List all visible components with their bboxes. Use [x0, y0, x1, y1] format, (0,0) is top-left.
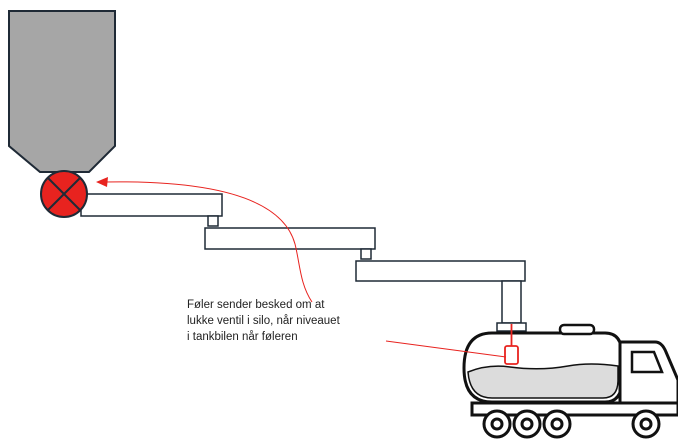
sensor-annotation: Føler sender besked om at lukke ventil i… [187, 297, 387, 345]
wheel-hub [550, 417, 564, 431]
annotation-line-1: Føler sender besked om at [187, 299, 325, 311]
wheel-hub [490, 417, 504, 431]
annotation-line-2: lukke ventil i silo, når niveauet [187, 315, 340, 327]
pipe-segment-1 [80, 193, 223, 217]
pipe-segment-3 [355, 260, 526, 282]
silo [8, 10, 116, 173]
silo-valve-closed-icon [40, 170, 88, 218]
cab-window [630, 350, 664, 374]
pipe-joint-2 [360, 248, 372, 260]
tank-contents [467, 363, 619, 399]
wheel-hub [520, 417, 534, 431]
wheel-hub [639, 417, 653, 431]
fill-pipe [501, 280, 522, 324]
signal-arrow [103, 181, 313, 303]
truck-wheels [482, 409, 661, 439]
pipe-segment-2 [204, 227, 376, 250]
pipe-joint-1 [207, 215, 219, 227]
signal-arrowhead [96, 177, 108, 187]
annotation-line-3: i tankbilen når føleren [187, 331, 298, 343]
tank-hatch [558, 323, 596, 336]
sensor-leader-line [385, 340, 507, 358]
